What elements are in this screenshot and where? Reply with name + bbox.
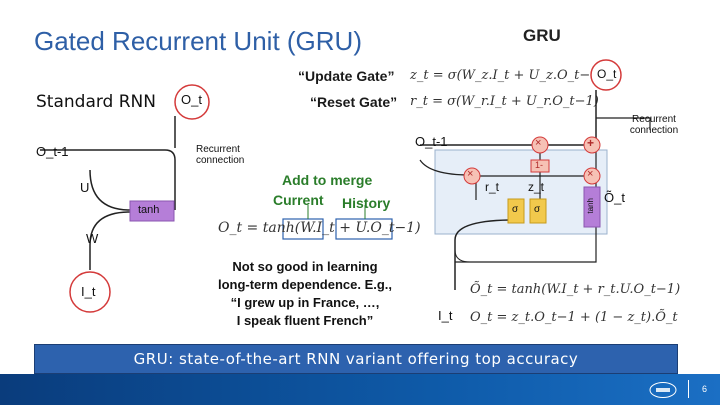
footer-bar [0,374,720,405]
history-term-box [335,218,393,240]
gru-tanh-box [583,186,601,228]
gru-prev-output-label: O_t-1 [415,134,448,149]
gru-reset-sigma-box [507,198,525,224]
gru-title: GRU [523,26,561,45]
gru-input-candidate-line [455,232,597,263]
reset-gate-equation: r_t = σ(W_r.I_t + U_r.O_t−1) [410,94,599,109]
gru-plus-symbol: + [587,136,595,150]
gru-update-sigma-box [529,198,547,224]
rnn-u-connection [89,169,131,211]
rnn-recurrent-loop [40,149,176,210]
gru-recurrent-line [596,117,651,130]
rnn-equation: O_t = tanh(W.I_t + U.O_t−1) [218,220,421,236]
merge-note-history: History [342,195,391,211]
gru-update-label: z_t [528,180,545,194]
rnn-input-line [89,211,131,270]
drawback-note-line4: I speak fluent French” [236,313,374,328]
summary-banner: GRU: state-of-the-art RNN variant offeri… [34,344,678,374]
gru-output-label: O_t [597,67,617,81]
update-gate-equation: z_t = σ(W_z.I_t + U_z.O_t−1) [410,68,604,83]
drawback-note-line2: long-term dependence. E.g., [217,277,393,292]
gru-reset-sigma-symbol: σ [512,204,519,215]
rnn-u-label: U [80,180,90,195]
gru-one-minus-box [530,159,550,173]
current-term-box [282,218,324,240]
gru-output-equation: O_t = z_t.O_t−1 + (1 − z_t).Õ_t [470,310,678,325]
gru-candidate-equation: Õ_t = tanh(W.I_t + r_t.U.O_t−1) [470,282,681,297]
gru-cell-box [434,149,608,235]
rnn-input-circle [69,271,111,313]
gru-reset-label: r_t [485,180,500,194]
gru-input-label: I_t [438,308,453,323]
update-gate-label: “Update Gate” [298,68,395,84]
gru-one-minus-symbol: 1- [535,160,544,170]
gru-recurrent-connection-label: Recurrent connection [629,114,679,136]
rnn-output-circle [174,84,210,120]
gru-times-circle-reset [463,167,481,185]
gru-input-line [454,219,516,290]
gru-update-sigma-symbol: σ [534,204,541,215]
drawback-note-line3: “I grew up in France, …, [230,295,380,310]
rnn-input-label: I_t [81,284,96,299]
drawback-note: Not so good in learning long-term depend… [205,258,405,330]
drawback-note-line1: Not so good in learning [232,259,378,274]
intel-logo-icon [649,382,677,398]
footer-divider [688,380,689,398]
merge-note-line1: Add to merge [282,172,373,188]
rnn-tanh-label: tanh [138,204,160,216]
merge-note-current: Current [273,192,324,208]
rnn-prev-output-label: O_t-1 [36,144,69,159]
reset-gate-label: “Reset Gate” [310,94,398,110]
gru-output-circle [590,59,622,91]
gru-times-circle-candidate [583,167,601,185]
gru-candidate-label: Õ_t [604,190,625,205]
gru-times-reset-symbol: × [467,168,474,180]
standard-rnn-label: Standard RNN [36,92,156,112]
gru-plus-circle [583,136,601,154]
gru-times-top-symbol: × [535,137,542,149]
slide-title: Gated Recurrent Unit (GRU) [34,26,362,56]
rnn-recurrent-connection-label: Recurrent connection [196,144,245,166]
gru-times-circle-top [531,136,549,154]
page-number: 6 [702,384,708,394]
gru-tanh-label: tanh [586,198,595,214]
gru-times-candidate-symbol: × [587,168,594,180]
rnn-output-label: O_t [181,92,202,107]
gru-input-curve [454,249,471,263]
rnn-w-label: W [86,231,99,246]
rnn-tanh-box [129,200,175,222]
